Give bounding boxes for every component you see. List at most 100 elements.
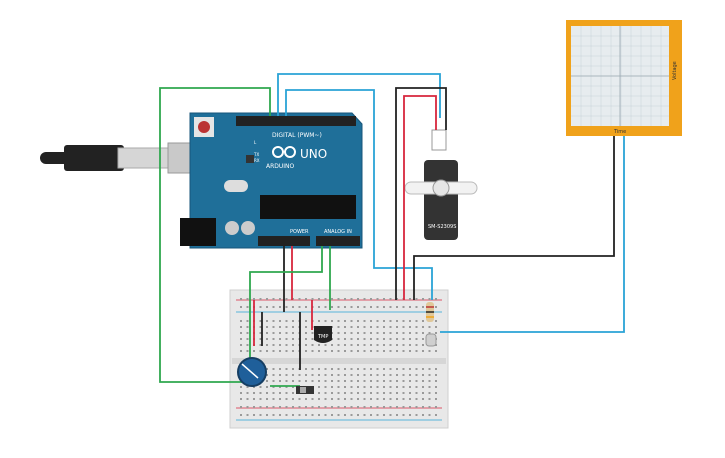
breadboard-hole[interactable] xyxy=(396,350,398,352)
breadboard-hole[interactable] xyxy=(415,398,418,400)
breadboard-hole[interactable] xyxy=(285,306,288,308)
breadboard-hole[interactable] xyxy=(324,306,327,308)
breadboard-hole[interactable] xyxy=(240,298,242,300)
breadboard-hole[interactable] xyxy=(318,406,320,408)
breadboard-hole[interactable] xyxy=(285,398,288,400)
breadboard-hole[interactable] xyxy=(370,406,372,408)
breadboard-hole[interactable] xyxy=(435,320,437,322)
breadboard-hole[interactable] xyxy=(324,392,327,394)
breadboard-hole[interactable] xyxy=(422,320,424,322)
breadboard-hole[interactable] xyxy=(259,298,262,300)
breadboard-hole[interactable] xyxy=(240,338,242,340)
breadboard-hole[interactable] xyxy=(389,398,392,400)
breadboard-hole[interactable] xyxy=(298,380,301,382)
breadboard-hole[interactable] xyxy=(344,392,346,394)
breadboard-hole[interactable] xyxy=(337,344,340,346)
breadboard-hole[interactable] xyxy=(259,414,262,416)
breadboard-hole[interactable] xyxy=(363,398,366,400)
breadboard-hole[interactable] xyxy=(389,326,392,328)
breadboard-hole[interactable] xyxy=(383,392,385,394)
breadboard-hole[interactable] xyxy=(370,306,372,308)
breadboard-hole[interactable] xyxy=(415,386,418,388)
breadboard-hole[interactable] xyxy=(331,298,333,300)
breadboard-hole[interactable] xyxy=(389,386,392,388)
breadboard-hole[interactable] xyxy=(402,414,405,416)
breadboard-hole[interactable] xyxy=(370,380,372,382)
breadboard-hole[interactable] xyxy=(350,386,353,388)
breadboard-hole[interactable] xyxy=(324,320,327,322)
breadboard-hole[interactable] xyxy=(311,298,314,300)
breadboard-hole[interactable] xyxy=(344,326,346,328)
breadboard-holes[interactable] xyxy=(240,298,437,416)
wire-black-servo[interactable] xyxy=(395,87,447,300)
breadboard-hole[interactable] xyxy=(402,406,405,408)
breadboard-hole[interactable] xyxy=(396,392,398,394)
breadboard-hole[interactable] xyxy=(415,392,418,394)
breadboard-hole[interactable] xyxy=(279,392,281,394)
breadboard-hole[interactable] xyxy=(376,338,379,340)
breadboard-hole[interactable] xyxy=(435,392,437,394)
breadboard-hole[interactable] xyxy=(344,320,346,322)
breadboard-hole[interactable] xyxy=(279,320,281,322)
breadboard-hole[interactable] xyxy=(324,374,327,376)
breadboard-hole[interactable] xyxy=(383,398,385,400)
breadboard-hole[interactable] xyxy=(240,306,242,308)
breadboard-hole[interactable] xyxy=(435,414,437,416)
breadboard-hole[interactable] xyxy=(402,386,405,388)
breadboard-hole[interactable] xyxy=(292,414,294,416)
breadboard-hole[interactable] xyxy=(344,368,346,370)
breadboard-hole[interactable] xyxy=(318,414,320,416)
breadboard-hole[interactable] xyxy=(435,398,437,400)
breadboard-hole[interactable] xyxy=(435,326,437,328)
breadboard-hole[interactable] xyxy=(428,326,431,328)
slide-switch[interactable] xyxy=(296,386,314,394)
breadboard-hole[interactable] xyxy=(409,406,411,408)
breadboard-hole[interactable] xyxy=(409,326,411,328)
breadboard-hole[interactable] xyxy=(311,398,314,400)
breadboard-hole[interactable] xyxy=(363,338,366,340)
breadboard-hole[interactable] xyxy=(331,368,333,370)
breadboard-hole[interactable] xyxy=(259,386,262,388)
breadboard-hole[interactable] xyxy=(350,392,353,394)
breadboard-hole[interactable] xyxy=(305,306,307,308)
breadboard-hole[interactable] xyxy=(279,380,281,382)
breadboard-hole[interactable] xyxy=(428,374,431,376)
breadboard-hole[interactable] xyxy=(344,338,346,340)
breadboard-hole[interactable] xyxy=(370,414,372,416)
breadboard-hole[interactable] xyxy=(422,332,424,334)
breadboard-hole[interactable] xyxy=(344,398,346,400)
breadboard-hole[interactable] xyxy=(337,306,340,308)
breadboard-hole[interactable] xyxy=(409,306,411,308)
breadboard-hole[interactable] xyxy=(409,398,411,400)
breadboard-hole[interactable] xyxy=(272,350,275,352)
breadboard-hole[interactable] xyxy=(240,414,242,416)
breadboard-hole[interactable] xyxy=(435,298,437,300)
breadboard-hole[interactable] xyxy=(292,368,294,370)
breadboard-hole[interactable] xyxy=(292,380,294,382)
wires[interactable] xyxy=(159,73,625,387)
breadboard-hole[interactable] xyxy=(422,398,424,400)
breadboard-hole[interactable] xyxy=(357,326,359,328)
breadboard-hole[interactable] xyxy=(292,306,294,308)
breadboard-hole[interactable] xyxy=(337,368,340,370)
breadboard-hole[interactable] xyxy=(370,298,372,300)
breadboard-hole[interactable] xyxy=(259,406,262,408)
breadboard-hole[interactable] xyxy=(389,406,392,408)
breadboard-hole[interactable] xyxy=(363,350,366,352)
breadboard-hole[interactable] xyxy=(415,368,418,370)
breadboard-hole[interactable] xyxy=(409,386,411,388)
breadboard-hole[interactable] xyxy=(415,306,418,308)
breadboard-hole[interactable] xyxy=(389,392,392,394)
breadboard-hole[interactable] xyxy=(285,414,288,416)
breadboard-hole[interactable] xyxy=(279,386,281,388)
breadboard-hole[interactable] xyxy=(344,344,346,346)
breadboard-hole[interactable] xyxy=(376,380,379,382)
breadboard-hole[interactable] xyxy=(376,392,379,394)
breadboard-hole[interactable] xyxy=(409,414,411,416)
wire-blue-mid[interactable] xyxy=(285,89,433,300)
breadboard-hole[interactable] xyxy=(279,350,281,352)
breadboard-hole[interactable] xyxy=(344,386,346,388)
breadboard-hole[interactable] xyxy=(318,398,320,400)
breadboard-hole[interactable] xyxy=(331,406,333,408)
breadboard-hole[interactable] xyxy=(305,298,307,300)
